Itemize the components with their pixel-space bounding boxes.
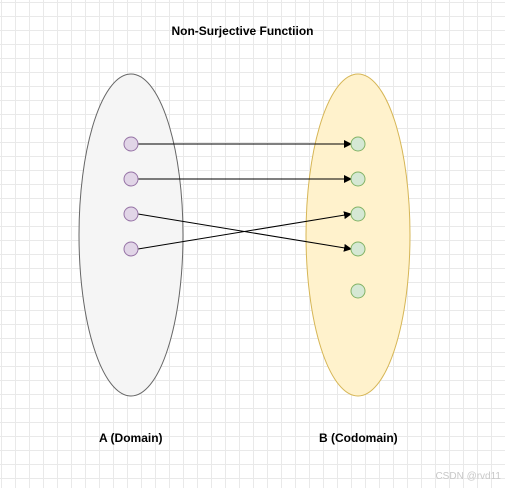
diagram-title: Non-Surjective Functiion: [171, 24, 314, 38]
codomain-element-1: [350, 136, 366, 152]
codomain-element-3: [350, 206, 366, 222]
domain-element-2: [123, 171, 139, 187]
domain-set-ellipse: [78, 73, 184, 397]
domain-label: A (Domain): [99, 431, 163, 445]
codomain-label: B (Codomain): [319, 431, 398, 445]
domain-element-3: [123, 206, 139, 222]
mapping-arrow-4-to-3: [137, 211, 352, 250]
domain-element-4: [123, 241, 139, 257]
codomain-set-ellipse: [305, 73, 411, 397]
watermark: CSDN @rvd11: [435, 471, 501, 482]
codomain-element-2: [350, 171, 366, 187]
domain-element-1: [123, 136, 139, 152]
codomain-element-5: [350, 283, 366, 299]
codomain-element-4: [350, 241, 366, 257]
